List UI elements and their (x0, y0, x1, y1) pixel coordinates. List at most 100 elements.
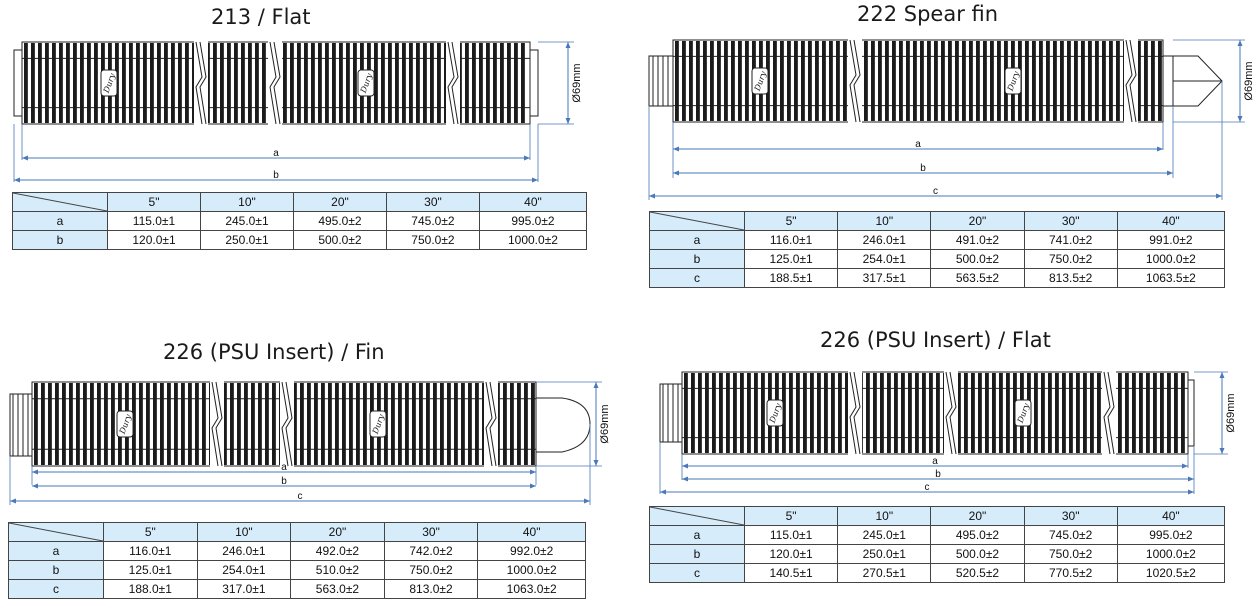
pleat (174, 383, 178, 465)
pleat (1046, 41, 1050, 121)
pleat (444, 43, 448, 123)
pleat (920, 41, 924, 121)
pleat (45, 43, 49, 123)
pleat (136, 43, 140, 123)
pleat (936, 373, 940, 453)
pleat (304, 43, 308, 123)
pleat (48, 383, 52, 465)
table-cell: 1000.0±2 (1116, 544, 1226, 564)
pleat (992, 373, 996, 453)
pleat (892, 41, 896, 121)
break-line (285, 381, 293, 467)
pleat (962, 41, 966, 121)
table-cell: 115.0±1 (743, 525, 839, 545)
pleat (503, 383, 507, 465)
pleat (181, 383, 185, 465)
pleat (363, 383, 367, 465)
pleat (794, 41, 798, 121)
pleat (195, 383, 199, 465)
pleat (999, 373, 1003, 453)
pleat (1097, 373, 1101, 453)
table-cell: 1063.5±2 (1116, 268, 1226, 288)
pleat (1153, 373, 1157, 453)
diameter-label: Ø69mm (1243, 61, 1255, 100)
column-header: 10" (196, 522, 292, 542)
pleat (710, 41, 714, 121)
row-label: b (649, 544, 745, 564)
arrow-head (1237, 116, 1243, 122)
table-cell: 813.5±2 (1023, 268, 1118, 288)
pleat (472, 43, 476, 123)
arrow-head (673, 146, 679, 152)
pleat (346, 43, 350, 123)
pleat (41, 383, 45, 465)
pleat (1125, 373, 1129, 453)
pleat (733, 373, 737, 453)
pleat (62, 383, 66, 465)
pleat (430, 43, 434, 123)
pleat (265, 383, 269, 465)
table-corner-diagonal (649, 506, 745, 526)
pleat (80, 43, 84, 123)
break-line (211, 381, 219, 467)
pleat (754, 373, 758, 453)
pleat (878, 41, 882, 121)
table-cell: 116.0±1 (743, 230, 839, 250)
pleat (153, 383, 157, 465)
brand-logo-badge (100, 69, 118, 97)
column-header: 30" (385, 192, 480, 212)
pleat (223, 383, 227, 465)
pleat (83, 383, 87, 465)
arrow-head (649, 193, 655, 199)
arrow-head (1182, 463, 1188, 469)
pleat (111, 383, 115, 465)
break-line (945, 371, 953, 455)
pleat (353, 43, 357, 123)
pleat (318, 43, 322, 123)
pleat (192, 43, 196, 123)
pleat (724, 41, 728, 121)
break-gap (194, 40, 208, 126)
arrow-head (32, 483, 38, 489)
pleat (761, 373, 765, 453)
pleat (976, 41, 980, 121)
break-line (451, 41, 459, 125)
pleat (73, 43, 77, 123)
pleat (1158, 41, 1162, 121)
break-line (269, 41, 277, 125)
pleat (517, 383, 521, 465)
break-line (195, 41, 203, 125)
pleat (908, 373, 912, 453)
end-cap (1187, 379, 1195, 447)
pleat (258, 383, 262, 465)
pleat (899, 41, 903, 121)
dimension-label: a (281, 462, 287, 473)
break-line (1129, 39, 1137, 123)
pleat (864, 41, 868, 121)
pleat (880, 373, 884, 453)
column-header: 40" (1116, 506, 1226, 526)
pleat (440, 383, 444, 465)
break-line (849, 371, 857, 455)
pleat (31, 43, 35, 123)
pleat (703, 41, 707, 121)
pleat (1062, 373, 1066, 453)
pleat (244, 383, 248, 465)
brand-logo-badge (1004, 67, 1022, 95)
table-cell: 495.0±2 (930, 525, 1025, 545)
pleat (808, 41, 812, 121)
break-line (485, 381, 493, 467)
pleat (167, 383, 171, 465)
pleat (971, 373, 975, 453)
pleat (251, 383, 255, 465)
break-gap (1102, 370, 1116, 456)
pleat (307, 383, 311, 465)
pleat (97, 383, 101, 465)
pleat (356, 383, 360, 465)
pleat (1144, 41, 1148, 121)
pleat (873, 373, 877, 453)
pleat (675, 41, 679, 121)
pleat (311, 43, 315, 123)
